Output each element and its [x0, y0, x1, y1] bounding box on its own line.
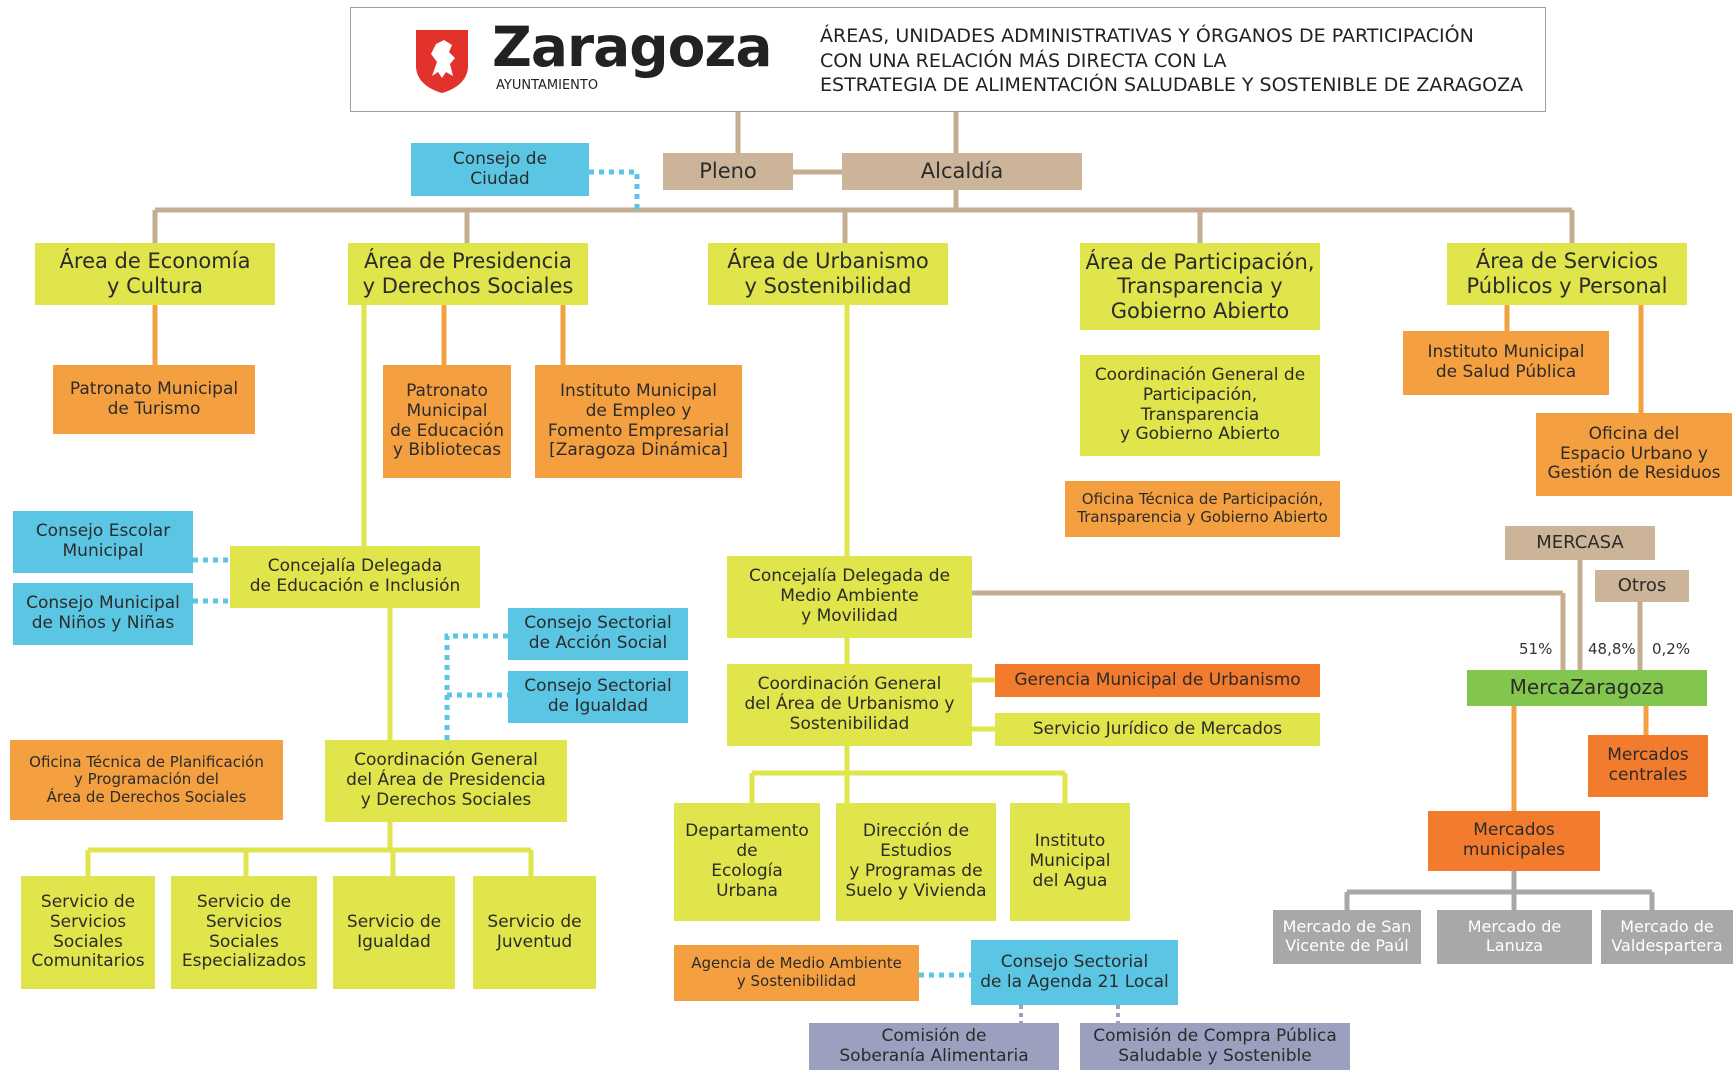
- patronato-turismo-box: Patronato Municipal de Turismo: [53, 365, 255, 434]
- servicio-comunitarios-box: Servicio de Servicios Sociales Comunitar…: [21, 876, 155, 989]
- coord-participacion-box: Coordinación General de Participación, T…: [1080, 355, 1320, 456]
- consejo-accion-box: Consejo Sectorial de Acción Social: [508, 608, 688, 660]
- mercados-centrales-box: Mercados centrales: [1588, 735, 1708, 797]
- area-urbanismo-box: Área de Urbanismo y Sostenibilidad: [708, 243, 948, 305]
- brand-name: Zaragoza: [492, 15, 773, 79]
- direccion-estudios-box: Dirección de Estudios y Programas de Sue…: [836, 803, 996, 921]
- area-presidencia-box: Área de Presidencia y Derechos Sociales: [348, 243, 588, 305]
- mercazaragoza-box: MercaZaragoza: [1467, 670, 1707, 706]
- oficina-participacion-box: Oficina Técnica de Participación, Transp…: [1065, 481, 1340, 537]
- servicio-igualdad-box: Servicio de Igualdad: [333, 876, 455, 989]
- servicio-especializados-box: Servicio de Servicios Sociales Especiali…: [171, 876, 317, 989]
- oficina-planificacion-box: Oficina Técnica de Planificación y Progr…: [10, 740, 283, 820]
- share-mercasa-label: 48,8%: [1588, 640, 1636, 658]
- mercados-municipales-box: Mercados municipales: [1428, 811, 1600, 871]
- consejo-ciudad-box: Consejo de Ciudad: [411, 143, 589, 196]
- area-participacion-box: Área de Participación, Transparencia y G…: [1080, 243, 1320, 330]
- otros-box: Otros: [1595, 570, 1689, 602]
- gerencia-urbanismo-box: Gerencia Municipal de Urbanismo: [995, 664, 1320, 697]
- consejo-ninos-box: Consejo Municipal de Niños y Niñas: [13, 583, 193, 645]
- concejalia-educacion-box: Concejalía Delegada de Educación e Inclu…: [230, 546, 480, 608]
- oficina-espacio-box: Oficina del Espacio Urbano y Gestión de …: [1536, 413, 1732, 496]
- servicio-juridico-box: Servicio Jurídico de Mercados: [995, 713, 1320, 746]
- instituto-agua-box: Instituto Municipal del Agua: [1010, 803, 1130, 921]
- coord-presidencia-box: Coordinación General del Área de Preside…: [325, 740, 567, 822]
- consejo-agenda21-box: Consejo Sectorial de la Agenda 21 Local: [971, 940, 1178, 1005]
- consejo-escolar-box: Consejo Escolar Municipal: [13, 511, 193, 573]
- coord-urbanismo-box: Coordinación General del Área de Urbanis…: [727, 664, 972, 746]
- consejo-igualdad-box: Consejo Sectorial de Igualdad: [508, 671, 688, 723]
- mercado-valdespartera-box: Mercado de Valdespartera: [1601, 910, 1733, 964]
- departamento-ecologia-box: Departamento de Ecología Urbana: [674, 803, 820, 921]
- concejalia-medio-ambiente-box: Concejalía Delegada de Medio Ambiente y …: [727, 556, 972, 638]
- mercasa-box: MERCASA: [1505, 526, 1655, 560]
- share-ayuntamiento-label: 51%: [1519, 640, 1553, 658]
- page-title: ÁREAS, UNIDADES ADMINISTRATIVAS Y ÓRGANO…: [820, 25, 1524, 97]
- mercado-san-vicente-box: Mercado de San Vicente de Paúl: [1273, 910, 1421, 964]
- area-servicios-box: Área de Servicios Públicos y Personal: [1447, 243, 1687, 305]
- header-panel: [350, 7, 1546, 112]
- instituto-salud-box: Instituto Municipal de Salud Pública: [1403, 331, 1609, 395]
- instituto-empleo-box: Instituto Municipal de Empleo y Fomento …: [535, 365, 742, 478]
- comision-compra-box: Comisión de Compra Pública Saludable y S…: [1080, 1023, 1350, 1070]
- coat-of-arms-icon: [416, 30, 468, 93]
- area-economia-box: Área de Economía y Cultura: [35, 243, 275, 305]
- comision-soberania-box: Comisión de Soberanía Alimentaria: [809, 1023, 1059, 1070]
- patronato-educacion-box: Patronato Municipal de Educación y Bibli…: [383, 365, 511, 478]
- pleno-box: Pleno: [663, 153, 793, 190]
- agencia-medio-ambiente-box: Agencia de Medio Ambiente y Sostenibilid…: [674, 945, 919, 1001]
- alcaldia-box: Alcaldía: [842, 153, 1082, 190]
- servicio-juventud-box: Servicio de Juventud: [473, 876, 596, 989]
- share-otros-label: 0,2%: [1652, 640, 1691, 658]
- brand-subtitle: AYUNTAMIENTO: [496, 78, 599, 93]
- mercado-lanuza-box: Mercado de Lanuza: [1437, 910, 1592, 964]
